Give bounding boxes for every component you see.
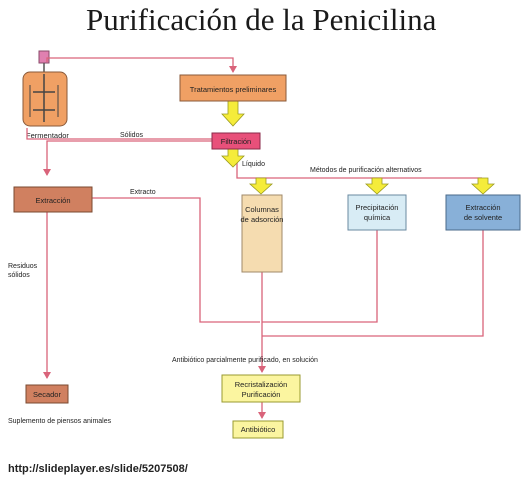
columnas-label-1: Columnas (245, 205, 279, 214)
extraccion-solvente-box (445, 194, 521, 231)
precipitacion-label-1: Precipitación (356, 203, 399, 212)
residuos-label-1: Residuos (8, 263, 38, 270)
columnas-box (241, 194, 283, 273)
metodos-label: Métodos de purificación alternativos (310, 167, 422, 174)
source-url[interactable]: http://slideplayer.es/slide/5207508/ (8, 463, 188, 475)
suplemento-label: Suplemento de piensos animales (8, 418, 112, 425)
fermentador-label: Fermentador (26, 131, 69, 140)
extraccion-label: Extracción (35, 196, 70, 205)
residuos-label-2: sólidos (8, 272, 30, 279)
tratamientos-box (179, 74, 287, 102)
precipitacion-label-2: química (364, 213, 391, 222)
page-title: Purificación de la Penicilina (86, 2, 437, 37)
recristalizacion-box (221, 374, 301, 403)
extraccion-box (13, 186, 93, 213)
extraccion-solvente-label-1: Extracción (465, 203, 500, 212)
recristalizacion-label-2: Purificación (242, 390, 281, 399)
columnas-label-2: de adsorción (241, 215, 284, 224)
solidos-label: Sólidos (120, 132, 143, 139)
filtracion-label: Filtración (221, 137, 251, 146)
extracto-label: Extracto (130, 189, 156, 196)
precipitacion-box (347, 194, 407, 231)
liquido-label: Líquido (242, 161, 265, 168)
extraccion-solvente-label-2: de solvente (464, 213, 502, 222)
secador-label: Secador (33, 390, 61, 399)
parcial-label: Antibiótico parcialmente purificado, en … (172, 357, 318, 364)
antibiotico-box (232, 420, 284, 439)
antibiotico-label: Antibiótico (241, 425, 276, 434)
secador-box (25, 384, 69, 404)
fermentador-icon (22, 50, 68, 127)
yellow-arrows (221, 100, 496, 195)
filtracion-box (211, 132, 261, 150)
tratamientos-label: Tratamientos preliminares (190, 85, 277, 94)
recristalizacion-label-1: Recristalización (235, 380, 288, 389)
